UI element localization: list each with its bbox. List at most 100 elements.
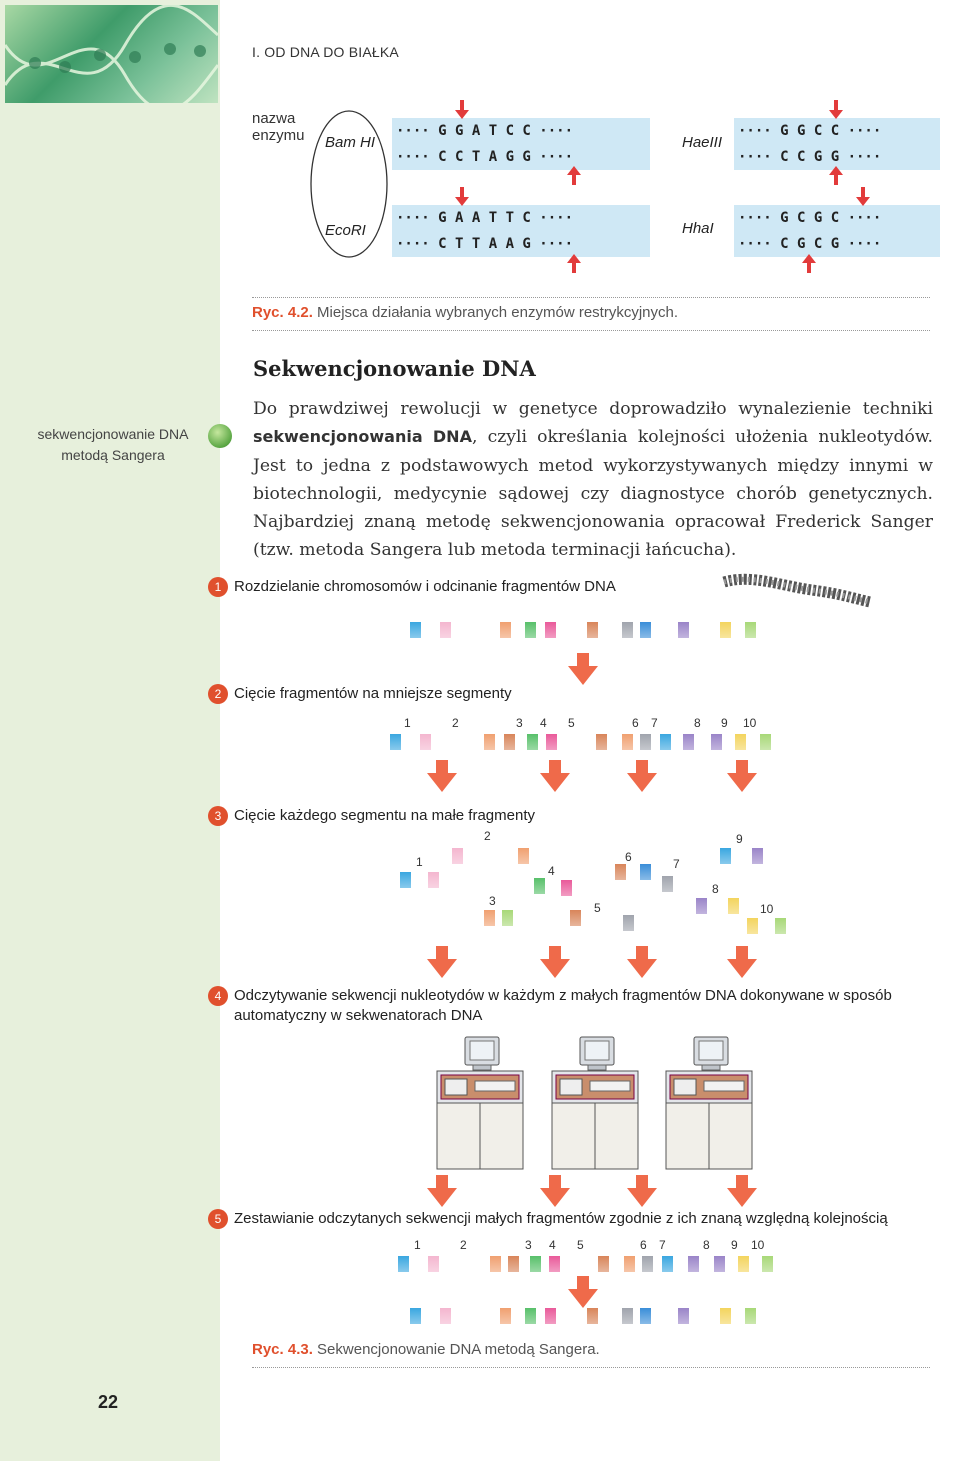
dna-fragment — [640, 622, 651, 638]
process-arrow-icon — [427, 760, 457, 792]
segment-number: 10 — [760, 902, 773, 916]
cut-arrow-down-icon — [455, 100, 469, 120]
dna-fragment — [570, 910, 581, 926]
dna-fragment — [527, 734, 538, 750]
cut-arrow-down-icon — [829, 100, 843, 120]
dna-fragment — [410, 622, 421, 638]
dna-fragment — [518, 848, 529, 864]
dna-fragment — [484, 910, 495, 926]
dna-fragment — [440, 622, 451, 638]
caption-divider — [252, 330, 930, 331]
process-arrow-icon — [727, 946, 757, 978]
dna-sequencer-icon — [550, 1035, 640, 1170]
process-arrow-icon — [627, 1175, 657, 1207]
enzyme-name: Bam HI — [325, 134, 375, 151]
dna-fragment — [728, 898, 739, 914]
dna-sequencer-icon — [435, 1035, 525, 1170]
dna-fragment — [660, 734, 671, 750]
process-arrow-icon — [727, 760, 757, 792]
dna-fragment — [534, 878, 545, 894]
step-text: Cięcie każdego segmentu na małe fragment… — [234, 806, 535, 826]
dna-fragment — [525, 1308, 536, 1324]
sequence-bottom-strand: ···· C C G G ···· — [738, 144, 881, 170]
step-number: 5 — [208, 1209, 228, 1229]
segment-number: 8 — [712, 882, 719, 896]
enzyme-name: HhaI — [682, 220, 714, 237]
dna-fragment — [720, 1308, 731, 1324]
segment-number: 2 — [452, 716, 459, 730]
dna-fragment — [760, 734, 771, 750]
dna-fragment — [508, 1256, 519, 1272]
segment-number: 7 — [651, 716, 658, 730]
dna-fragment — [545, 1308, 556, 1324]
dna-fragment — [596, 734, 607, 750]
dna-fragment — [678, 1308, 689, 1324]
sequence-top-strand: ···· G G C C ···· — [738, 118, 881, 144]
dna-fragment — [622, 734, 633, 750]
dna-fragment — [775, 918, 786, 934]
dna-fragment — [546, 734, 557, 750]
cut-arrow-down-icon — [455, 187, 469, 207]
enzyme-name: HaeIII — [682, 134, 722, 151]
cut-arrow-up-icon — [829, 166, 843, 186]
dna-fragment — [642, 1256, 653, 1272]
dna-fragment — [662, 1256, 673, 1272]
process-arrow-icon — [568, 653, 598, 685]
step-text: Rozdzielanie chromosomów i odcinanie fra… — [234, 577, 616, 597]
caption-divider — [252, 1367, 930, 1368]
dna-fragment — [587, 622, 598, 638]
dna-sequencer-icon — [664, 1035, 754, 1170]
segment-number: 3 — [489, 894, 496, 908]
dna-fragment — [640, 734, 651, 750]
segment-number: 10 — [743, 716, 756, 730]
step-number: 2 — [208, 684, 228, 704]
dna-fragment — [752, 848, 763, 864]
sequence-box: ···· G C G C ···· ···· C G C G ···· — [734, 205, 940, 257]
process-arrow-icon — [627, 946, 657, 978]
segment-number: 6 — [640, 1238, 647, 1252]
dna-fragment — [452, 848, 463, 864]
body-paragraph: Do prawdziwej rewolucji w genetyce dopro… — [253, 395, 933, 565]
dna-fragment — [530, 1256, 541, 1272]
step-text: Zestawianie odczytanych sekwencji małych… — [234, 1209, 888, 1229]
section-title: Sekwencjonowanie DNA — [253, 356, 536, 381]
dna-fragment — [640, 864, 651, 880]
process-arrow-icon — [540, 946, 570, 978]
segment-number: 8 — [703, 1238, 710, 1252]
dna-fragment — [410, 1308, 421, 1324]
segment-number: 1 — [414, 1238, 421, 1252]
dna-fragment — [688, 1256, 699, 1272]
dna-fragment — [711, 734, 722, 750]
dna-fragment — [747, 918, 758, 934]
dna-fragment — [561, 880, 572, 896]
dna-fragment — [678, 622, 689, 638]
segment-number: 2 — [460, 1238, 467, 1252]
segment-number: 7 — [659, 1238, 666, 1252]
dna-fragment — [428, 872, 439, 888]
sequence-top-strand: ···· G A A T T C ···· — [396, 205, 573, 231]
segment-number: 9 — [721, 716, 728, 730]
sequence-box: ···· G G C C ···· ···· C C G G ···· — [734, 118, 940, 170]
dna-fragment — [623, 915, 634, 931]
segment-number: 1 — [416, 855, 423, 869]
dna-fragment — [500, 622, 511, 638]
step-number: 4 — [208, 986, 228, 1006]
page-number: 22 — [98, 1392, 118, 1413]
dna-fragment — [738, 1256, 749, 1272]
dna-fragment — [762, 1256, 773, 1272]
dna-fragment — [720, 848, 731, 864]
dna-fragment — [745, 622, 756, 638]
dna-fragment — [398, 1256, 409, 1272]
dna-fragment — [420, 734, 431, 750]
sidebar: sekwencjonowanie DNA metodą Sangera 22 — [0, 0, 220, 1461]
dna-fragment — [400, 872, 411, 888]
dna-fragment — [720, 622, 731, 638]
segment-number: 8 — [694, 716, 701, 730]
sequence-top-strand: ···· G G A T C C ···· — [396, 118, 573, 144]
dna-fragment — [484, 734, 495, 750]
cut-arrow-up-icon — [567, 166, 581, 186]
dna-fragment — [622, 1308, 633, 1324]
dna-fragment — [598, 1256, 609, 1272]
sequence-bottom-strand: ···· C C T A G G ···· — [396, 144, 573, 170]
dna-fragment — [390, 734, 401, 750]
